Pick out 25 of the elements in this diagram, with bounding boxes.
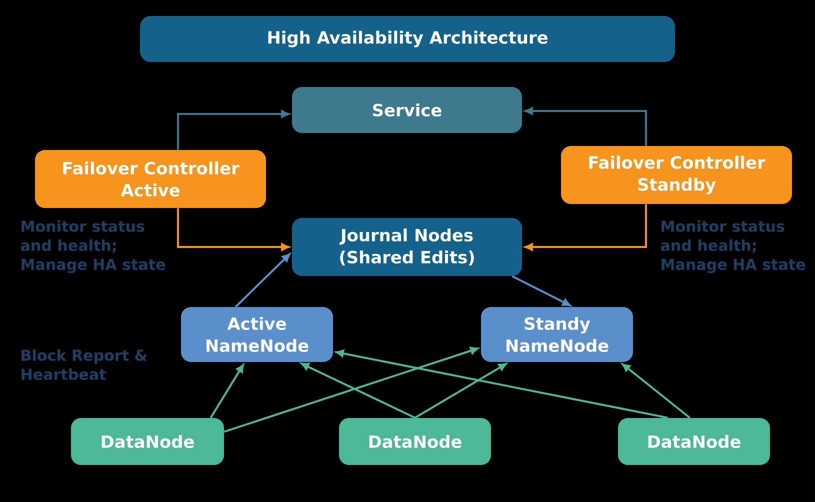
- arrow: [524, 107, 647, 146]
- arrow: [210, 364, 244, 418]
- arrow: [512, 275, 571, 306]
- title-banner: High Availability Architecture: [140, 16, 675, 62]
- arrow: [300, 362, 416, 419]
- component-box: Active NameNode: [181, 307, 333, 362]
- component-box: Journal Nodes (Shared Edits): [292, 218, 522, 276]
- component-box: DataNode: [71, 418, 224, 465]
- component-box: DataNode: [339, 418, 491, 465]
- component-box: Service: [292, 87, 522, 133]
- annotation-text: Monitor status and health; Manage HA state: [660, 220, 806, 274]
- arrow: [622, 364, 690, 418]
- component-box: DataNode: [618, 418, 770, 465]
- arrow: [235, 254, 290, 308]
- annotation-text: Block Report & Heartbeat: [22, 349, 147, 380]
- arrow: [414, 363, 507, 419]
- component-box: Standy NameNode: [481, 307, 633, 362]
- annotation-text: Monitor status and health; Manage HA state: [20, 220, 166, 274]
- component-box: Failover Controller Standby: [561, 146, 792, 204]
- arrow: [224, 346, 478, 433]
- component-box: Failover Controller Active: [35, 150, 266, 208]
- arrow: [177, 110, 290, 150]
- arrow: [336, 350, 668, 419]
- arrow: [524, 204, 647, 251]
- arrow: [177, 208, 290, 251]
